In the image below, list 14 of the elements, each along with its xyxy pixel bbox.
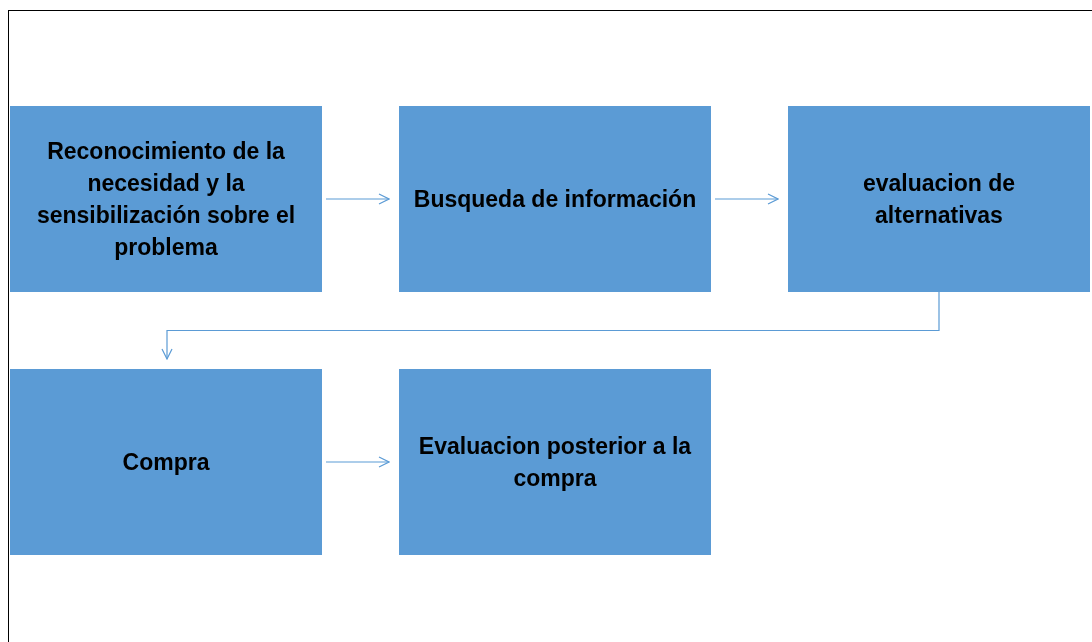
process-box [399,369,711,555]
process-box [399,106,711,292]
arrow [161,291,940,360]
arrow [714,193,779,205]
box-label: Compra [122,447,210,477]
arrow [325,193,390,205]
box-label: Reconocimiento de la necesidad y la sensibilización sobre el problema [35,136,297,263]
process-box [788,106,1090,292]
process-box [10,369,322,555]
box-label: Evaluacion posterior a la compra [417,431,693,493]
box-label: Busqueda de información [413,184,697,214]
arrow [325,456,390,468]
box-label: evaluacion de alternativas [861,168,1017,230]
process-box [10,106,322,292]
